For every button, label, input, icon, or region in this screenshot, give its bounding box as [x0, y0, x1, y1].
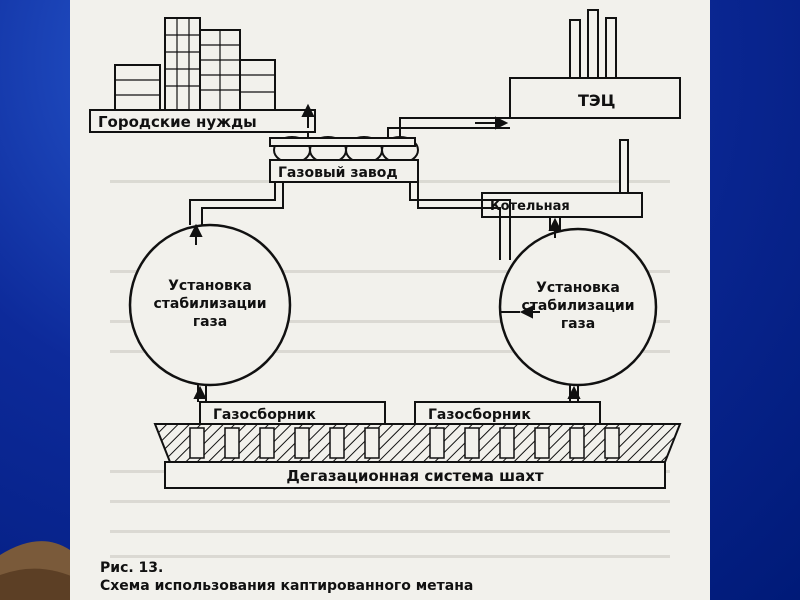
gas-plant-label: Газовый завод [278, 165, 398, 181]
power-plant-icon [509, 9, 681, 119]
collector-left-label: Газосборник [213, 407, 316, 423]
boiler-box [481, 192, 643, 218]
stabilization-unit-left [128, 223, 292, 387]
methane-usage-diagram: Городские нужды ТЭЦ Газовый завод Котель… [89, 9, 682, 558]
tec-label: ТЭЦ [578, 91, 616, 110]
stab-right-line2: стабилизации [521, 298, 634, 314]
figure-caption: Схема использования каптированного метан… [100, 578, 474, 594]
stab-right-line3: газа [561, 316, 595, 332]
boiler-chimney-icon [619, 139, 629, 194]
city-label-box [89, 109, 316, 133]
city-needs-label: Городские нужды [98, 113, 257, 131]
degassing-system-box [164, 461, 666, 489]
stab-right-line1: Установка [536, 280, 620, 296]
shaft-arrows [189, 427, 620, 459]
city-buildings-icon [114, 17, 276, 111]
figure-number: Рис. 13. [100, 560, 164, 576]
collector-right-label: Газосборник [428, 407, 531, 423]
degassing-system-label: Дегазационная система шахт [286, 467, 543, 485]
stab-left-line3: газа [193, 314, 227, 330]
boiler-label: Котельная [490, 199, 570, 214]
stab-left-line2: стабилизации [153, 296, 266, 312]
scanned-page: Городские нужды ТЭЦ Газовый завод Котель… [70, 0, 710, 600]
gas-tanks-icon [269, 136, 419, 164]
flow-arrows [189, 103, 581, 399]
stab-left-line1: Установка [168, 278, 252, 294]
gas-plant-box [269, 159, 419, 183]
